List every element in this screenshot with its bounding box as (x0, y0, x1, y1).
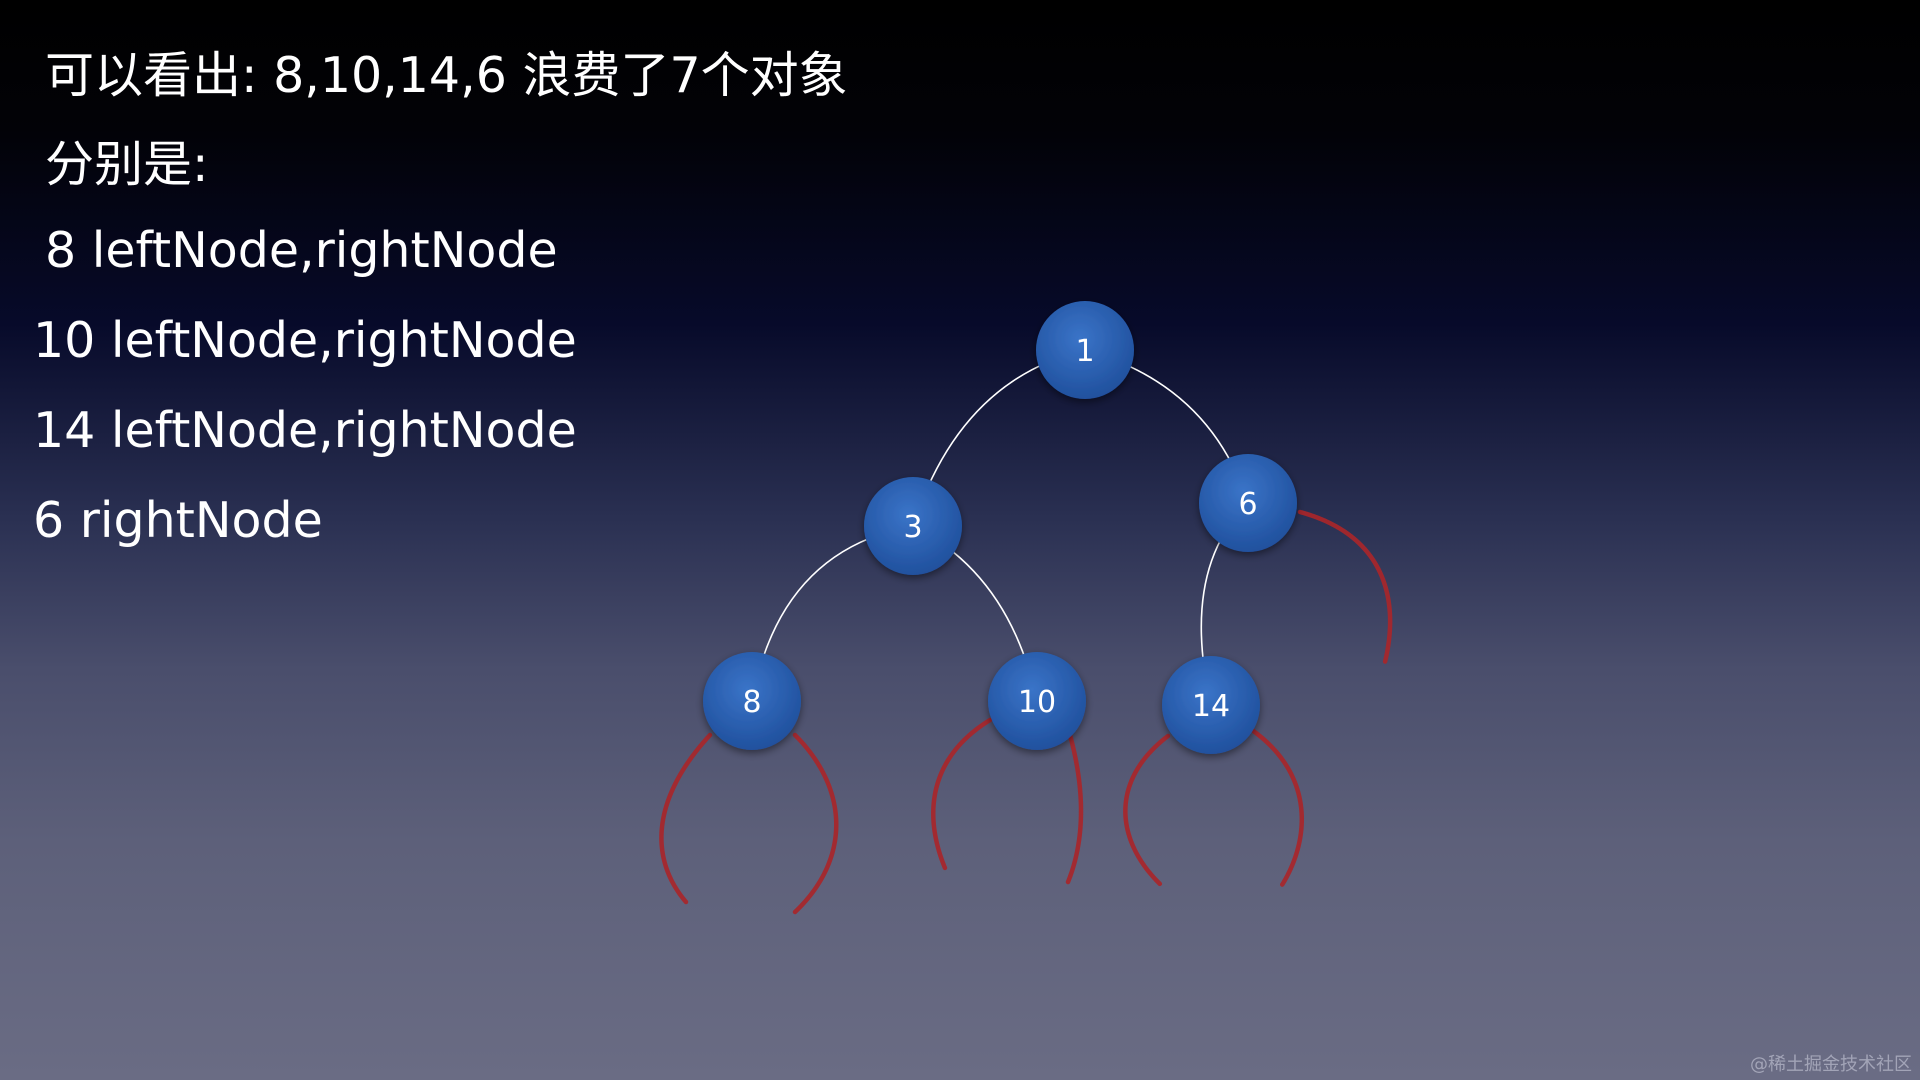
wasted-item-line-6: 6 rightNode (33, 492, 323, 549)
null-pointer-arc-n10-right (1065, 732, 1084, 885)
tree-node-label-1: 1 (1075, 334, 1094, 369)
tree-node-10: 10 (988, 652, 1086, 750)
null-pointer-arcs (659, 509, 1393, 915)
wasted-item-line-14: 14 leftNode,rightNode (33, 402, 577, 459)
null-pointer-arc-n8-right (792, 732, 839, 915)
tree-node-label-8: 8 (742, 685, 761, 720)
tree-node-3: 3 (864, 477, 962, 575)
null-pointer-arc-n10-left (931, 717, 993, 871)
tree-node-14: 14 (1162, 656, 1260, 754)
conclusion-line: 可以看出: 8,10,14,6 浪费了7个对象 (45, 47, 848, 104)
tree-nodes: 1 3 6 8 10 14 (703, 301, 1297, 754)
tree-node-1: 1 (1036, 301, 1134, 399)
tree-node-circle-8 (703, 652, 801, 750)
null-pointer-arc-n14-left (1123, 733, 1171, 887)
tree-node-circle-1 (1036, 301, 1134, 399)
tree-node-circle-14 (1162, 656, 1260, 754)
explanation-text-block: 可以看出: 8,10,14,6 浪费了7个对象 分别是: 8 leftNode,… (0, 0, 900, 600)
null-pointer-arc-n8-left (659, 732, 713, 905)
tree-node-circle-3 (864, 477, 962, 575)
tree-node-circle-6 (1199, 454, 1297, 552)
tree-node-label-14: 14 (1192, 689, 1230, 724)
tree-node-label-3: 3 (903, 510, 922, 545)
tree-node-label-10: 10 (1018, 685, 1056, 720)
tree-node-6: 6 (1199, 454, 1297, 552)
wasted-item-line-10: 10 leftNode,rightNode (33, 312, 577, 369)
list-intro-line: 分别是: (45, 136, 209, 193)
wasted-item-line-8: 8 leftNode,rightNode (45, 222, 558, 279)
tree-node-circle-10 (988, 652, 1086, 750)
tree-node-8: 8 (703, 652, 801, 750)
tree-node-label-6: 6 (1238, 487, 1257, 522)
null-pointer-arc-n6-right (1297, 509, 1393, 665)
watermark-text: @稀土掘金技术社区 (1750, 1054, 1912, 1075)
null-pointer-arc-n14-right (1249, 727, 1305, 888)
tree-edges (751, 349, 1249, 706)
